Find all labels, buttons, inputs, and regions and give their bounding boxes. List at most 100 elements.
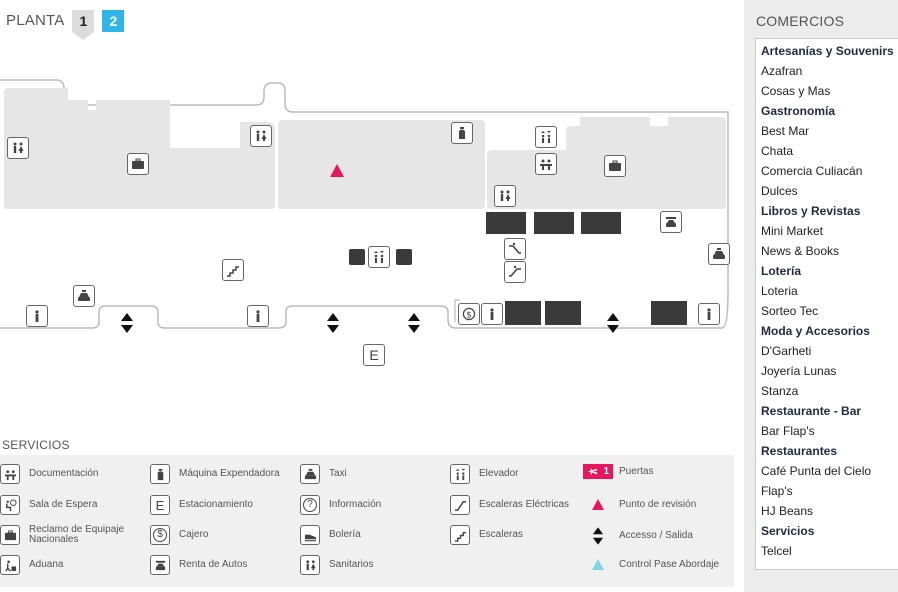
baggage-claim-icon[interactable] xyxy=(604,155,626,177)
taxi-icon[interactable] xyxy=(73,285,95,307)
legend-taxi: Taxi xyxy=(300,464,347,484)
taxi-icon xyxy=(300,464,320,484)
shop-block xyxy=(534,212,574,234)
shop-category: Servicios xyxy=(761,524,815,538)
legend-restroom: Sanitarios xyxy=(300,555,373,575)
checkpoint-icon xyxy=(583,495,613,515)
shop-block xyxy=(581,212,621,234)
waiting-room-icon xyxy=(0,495,20,515)
legend-vending-machine: Máquina Expendadora xyxy=(150,464,280,484)
legend-documentation: Documentación xyxy=(0,464,98,484)
area-center xyxy=(278,120,485,209)
information-icon: ? xyxy=(300,495,320,515)
legend-information: ? Información xyxy=(300,495,381,515)
legend-boarding-control: Control Pase Abordaje xyxy=(583,555,719,575)
shop-item[interactable]: Bar Flap's xyxy=(761,424,815,438)
shop-item[interactable]: Stanza xyxy=(761,384,799,398)
restroom-icon[interactable] xyxy=(494,185,516,207)
legend-escalator: Escaleras Eléctricas xyxy=(450,495,569,515)
legend-checkpoint: Punto de revisión xyxy=(583,495,696,515)
shop-item[interactable]: Chata xyxy=(761,144,794,158)
restroom-icon[interactable] xyxy=(7,137,29,159)
shop-category: Restaurante - Bar xyxy=(761,404,862,418)
atm-icon[interactable]: $ xyxy=(458,303,480,325)
atm-icon: $ xyxy=(150,525,170,545)
shop-item[interactable]: News & Books xyxy=(761,244,840,258)
shop-item[interactable]: Mini Market xyxy=(761,224,824,238)
access-exit-icon[interactable] xyxy=(120,312,134,334)
shop-block xyxy=(505,301,541,325)
parking-icon: E xyxy=(150,495,170,515)
shop-category: Gastronomía xyxy=(761,104,836,118)
shop-item[interactable]: Best Mar xyxy=(761,124,810,138)
legend-parking: E Estacionamiento xyxy=(150,495,253,515)
checkpoint-marker xyxy=(330,164,344,177)
legend-waiting-room: Sala de Espera xyxy=(0,495,97,515)
access-exit-icon[interactable] xyxy=(606,312,620,334)
restroom-icon[interactable] xyxy=(481,303,503,325)
elevator-icon xyxy=(450,464,470,484)
services-legend: Documentación Sala de Espera Reclamo de … xyxy=(0,455,734,587)
shop-item[interactable]: Dulces xyxy=(761,184,798,198)
shop-item[interactable]: Comercia Culiacán xyxy=(761,164,863,178)
shop-item[interactable]: Joyería Lunas xyxy=(761,364,837,378)
legend-elevator: Elevador xyxy=(450,464,518,484)
taxi-icon[interactable] xyxy=(708,243,730,265)
shop-item[interactable]: Flap's xyxy=(761,484,793,498)
shop-item[interactable]: Loteria xyxy=(761,284,798,298)
shop-block xyxy=(396,249,412,265)
area-left xyxy=(4,88,275,209)
shoe-shine-icon xyxy=(300,525,320,545)
shop-item[interactable]: D'Garheti xyxy=(761,344,812,358)
legend-gates: 1 Puertas xyxy=(583,464,653,479)
shop-item[interactable]: Sorteo Tec xyxy=(761,304,819,318)
escalator-icon xyxy=(450,495,470,515)
floor-selector: PLANTA 1 2 xyxy=(6,10,132,40)
access-exit-icon[interactable] xyxy=(407,312,421,334)
shop-item[interactable]: Azafran xyxy=(761,64,803,78)
legend-customs: Aduana xyxy=(0,555,63,575)
car-rental-icon[interactable] xyxy=(660,211,682,233)
shop-item[interactable]: Telcel xyxy=(761,544,792,558)
shop-item[interactable]: HJ Beans xyxy=(761,504,814,518)
escalator-icon[interactable] xyxy=(504,238,526,260)
shop-block xyxy=(651,301,687,325)
access-exit-icon xyxy=(583,525,613,547)
shop-category: Moda y Accesorios xyxy=(761,324,870,338)
vending-machine-icon xyxy=(150,464,170,484)
legend-stairs: Escaleras xyxy=(450,525,523,545)
parking-icon[interactable]: E xyxy=(363,344,385,366)
documentation-icon[interactable] xyxy=(535,153,557,175)
stairs-icon[interactable] xyxy=(222,259,244,281)
stairs-icon xyxy=(450,525,470,545)
documentation-icon xyxy=(0,464,20,484)
car-rental-icon xyxy=(150,555,170,575)
shop-category: Restaurantes xyxy=(761,444,838,458)
legend-access-exit: Accesso / Salida xyxy=(583,525,693,547)
legend-car-rental: Renta de Autos xyxy=(150,555,247,575)
elevator-icon[interactable] xyxy=(535,126,557,148)
floor-button-1[interactable]: 1 xyxy=(72,10,95,40)
legend-shoe-shine: Bolería xyxy=(300,525,361,545)
baggage-claim-icon[interactable] xyxy=(127,153,149,175)
escalator-icon[interactable] xyxy=(504,261,526,283)
restroom-icon[interactable] xyxy=(26,305,48,327)
gate-lounge-outline xyxy=(454,299,460,322)
access-exit-icon[interactable] xyxy=(326,312,340,334)
shop-block xyxy=(486,212,526,234)
vending-machine-icon[interactable] xyxy=(451,122,473,144)
shop-category: Artesanías y Souvenirs xyxy=(761,44,894,58)
shops-title: COMERCIOS xyxy=(756,13,845,29)
shop-item[interactable]: Café Punta del Cielo xyxy=(761,464,872,478)
floor-button-2[interactable]: 2 xyxy=(102,10,125,32)
services-title: SERVICIOS xyxy=(2,438,70,452)
floor-label: PLANTA xyxy=(6,12,65,29)
restroom-icon[interactable] xyxy=(698,303,720,325)
svg-text:$: $ xyxy=(466,310,472,320)
restroom-icon[interactable] xyxy=(247,305,269,327)
restroom-icon[interactable] xyxy=(250,125,272,147)
shop-item[interactable]: Cosas y Mas xyxy=(761,84,831,98)
shop-category: Libros y Revistas xyxy=(761,204,861,218)
elevator-icon[interactable] xyxy=(368,246,390,268)
